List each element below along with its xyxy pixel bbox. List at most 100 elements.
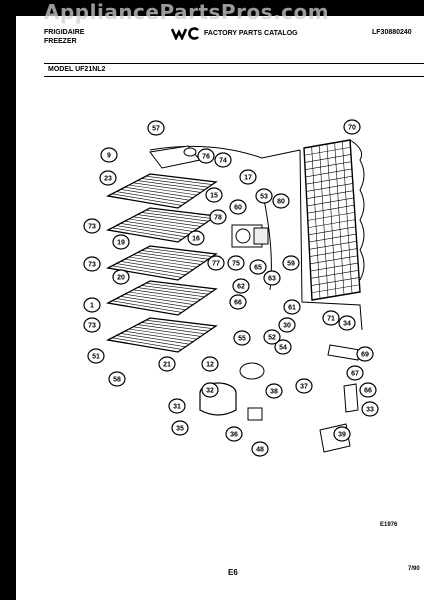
callout-76: 76: [197, 148, 215, 164]
callout-label: 12: [206, 362, 214, 369]
callout-label: 38: [270, 389, 278, 396]
brand-name: FRIGIDAIRE: [44, 29, 85, 36]
wire-shelf: [105, 173, 218, 209]
callout-label: 65: [254, 265, 262, 272]
callout-label: 76: [202, 154, 210, 161]
callout-52: 52: [263, 329, 281, 345]
callout-67: 67: [346, 365, 364, 381]
callout-label: 52: [268, 335, 276, 342]
wire-shelf: [105, 280, 218, 316]
callout-label: 53: [260, 194, 268, 201]
callout-19: 19: [112, 234, 130, 250]
callout-label: 23: [104, 176, 112, 183]
callout-16: 16: [187, 230, 205, 246]
callout-54: 54: [274, 339, 292, 355]
callout-label: 51: [92, 354, 100, 361]
callout-label: 66: [234, 300, 242, 307]
shelf-group: [105, 173, 218, 353]
callout-label: 55: [238, 336, 246, 343]
date-code: 7/90: [408, 566, 420, 572]
callout-66: 66: [229, 294, 247, 310]
callout-label: 30: [283, 323, 291, 330]
callout-label: 34: [343, 321, 351, 328]
callout-label: 61: [288, 305, 296, 312]
callout-label: 17: [244, 175, 252, 182]
callout-label: 63: [268, 276, 276, 283]
wire-shelf: [105, 317, 218, 353]
callout-label: 21: [163, 362, 171, 369]
callout-label: 15: [210, 193, 218, 200]
callout-73: 73: [83, 218, 101, 234]
callout-35: 35: [171, 420, 189, 436]
callout-30: 30: [278, 317, 296, 333]
callout-9: 9: [100, 147, 118, 163]
callout-38: 38: [265, 383, 283, 399]
wire-shelf: [105, 245, 218, 281]
rule-top: [44, 63, 424, 64]
callout-label: 66: [364, 388, 372, 395]
catalog-sheet: [16, 16, 424, 600]
callout-label: 80: [277, 199, 285, 206]
callout-label: 37: [300, 384, 308, 391]
callout-label: 39: [338, 432, 346, 439]
callout-23: 23: [99, 170, 117, 186]
callout-label: 57: [152, 126, 160, 133]
figure-code: E1976: [380, 522, 398, 528]
callout-32: 32: [201, 382, 219, 398]
callout-36: 36: [225, 426, 243, 442]
catalog-number: LF30880240: [372, 29, 412, 36]
callout-55: 55: [233, 330, 251, 346]
callout-57: 57: [147, 120, 165, 136]
callout-80: 80: [272, 193, 290, 209]
callout-60: 60: [229, 199, 247, 215]
compressor: [199, 362, 265, 416]
callout-label: 54: [279, 345, 287, 352]
callout-61: 61: [283, 299, 301, 315]
callout-label: 20: [117, 275, 125, 282]
callout-53: 53: [255, 188, 273, 204]
callout-51: 51: [87, 348, 105, 364]
page-code: E6: [228, 568, 238, 577]
callout-label: 73: [88, 224, 96, 231]
callout-label: 16: [192, 236, 200, 243]
callout-75: 75: [227, 255, 245, 271]
callout-20: 20: [112, 269, 130, 285]
callout-label: 48: [256, 447, 264, 454]
callout-label: 62: [237, 284, 245, 291]
callout-label: 75: [232, 261, 240, 268]
callout-label: 33: [366, 407, 374, 414]
callout-12: 12: [201, 356, 219, 372]
callout-48: 48: [251, 441, 269, 457]
control-housing: [149, 145, 201, 169]
callout-label: 78: [214, 215, 222, 222]
callout-63: 63: [263, 270, 281, 286]
callout-37: 37: [295, 378, 313, 394]
callout-73: 73: [83, 256, 101, 272]
callout-17: 17: [239, 169, 257, 185]
rule-model: [44, 76, 424, 77]
callout-label: 69: [361, 352, 369, 359]
callout-39: 39: [333, 426, 351, 442]
model-number: MODEL UF21NL2: [48, 66, 106, 73]
callout-label: 77: [212, 261, 220, 268]
callout-label: 59: [287, 261, 295, 268]
callout-label: 36: [230, 432, 238, 439]
evaporator-coil: [303, 139, 365, 301]
callout-33: 33: [361, 401, 379, 417]
callout-62: 62: [232, 278, 250, 294]
callout-label: 70: [348, 125, 356, 132]
callout-label: 74: [219, 158, 227, 165]
callout-59: 59: [282, 255, 300, 271]
callout-71: 71: [322, 310, 340, 326]
callout-74: 74: [214, 152, 232, 168]
product-type: FREEZER: [44, 38, 77, 45]
callout-label: 35: [176, 426, 184, 433]
callout-69: 69: [356, 346, 374, 362]
callout-65: 65: [249, 259, 267, 275]
callout-73: 73: [83, 317, 101, 333]
callout-77: 77: [207, 255, 225, 271]
watermark: AppliancePartsPros.com: [44, 0, 330, 24]
